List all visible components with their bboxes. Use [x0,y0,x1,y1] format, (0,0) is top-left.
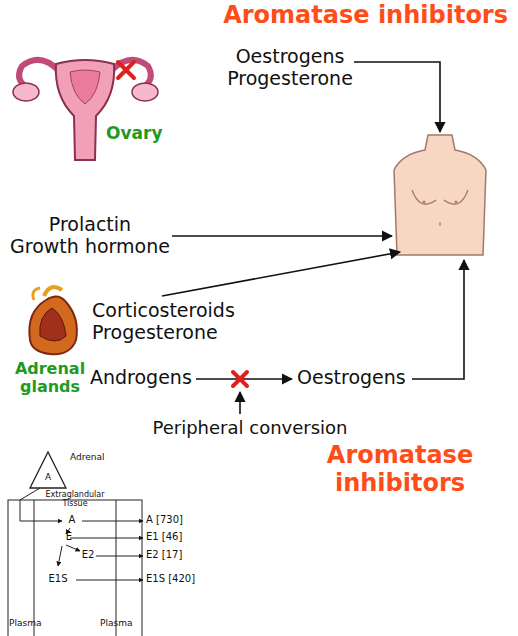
diagram-label: A [69,514,76,526]
hormone-label: Oestrogens Progesterone [227,46,353,90]
hormone-arrow [354,62,440,132]
diagram-label: E [66,531,72,543]
organ-label: Ovary [106,124,162,144]
concentration-label: E2 [17] [146,549,182,561]
organ-label: Adrenal glands [15,360,85,397]
hormone-label: Androgens [90,367,192,389]
diagram-label: E1S [48,573,67,585]
hormone-arrow [162,252,400,296]
diagram-label: Extraglandular Tissue [46,490,105,508]
hormone-label: Oestrogens [297,367,406,389]
concentration-label: A [730] [146,514,183,526]
concentration-label: E1 [46] [146,531,182,543]
hormone-label: Prolactin Growth hormone [10,214,170,258]
metabolism-diagram [8,452,143,636]
conversion-arrow [239,392,241,414]
hormone-arrow [172,235,392,237]
conversion-arrow [196,378,292,380]
title: Aromatase inhibitors [223,2,508,30]
block-mark [233,372,247,386]
hormone-arrow [412,260,464,379]
woman-figure [394,135,486,255]
diagram-label: Adrenal [70,452,104,462]
hormone-label: Corticosteroids Progesterone [92,300,235,344]
diagram-label: A [45,472,51,482]
drug-label: Aromatase inhibitors [327,442,473,497]
concentration-label: E1S [420] [146,573,195,585]
diagram-label: E2 [82,549,95,561]
process-label: Peripheral conversion [153,418,348,439]
compartment-label: Plasma [9,618,41,628]
block-mark [118,62,134,78]
compartment-label: Plasma [100,618,132,628]
adrenal-illustration [29,287,77,354]
uterus-illustration [13,60,158,160]
